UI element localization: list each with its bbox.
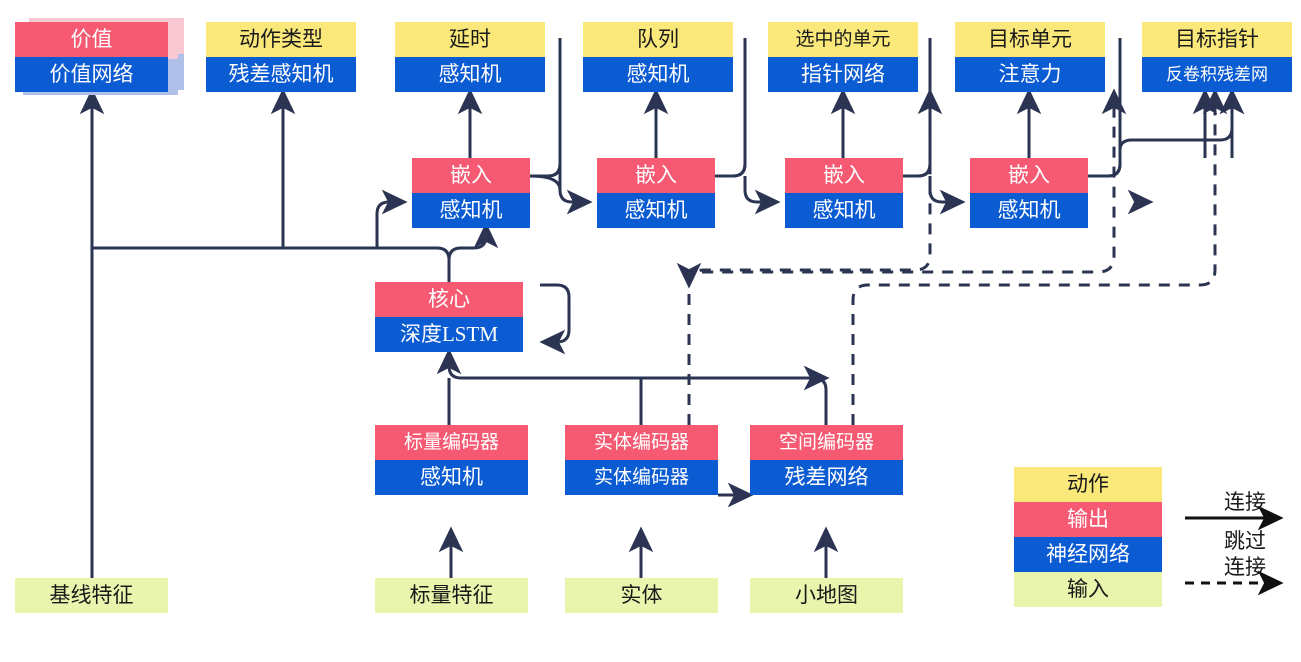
node-input-scalar-features[interactable]: 标量特征 bbox=[375, 578, 528, 613]
node-value-head: 价值 bbox=[15, 22, 168, 57]
input-entities-label: 实体 bbox=[565, 578, 718, 613]
node-value-net: 价值网络 bbox=[15, 57, 168, 92]
wire-embed1-to-embed2 bbox=[558, 176, 593, 215]
node-delay-net: 感知机 bbox=[395, 57, 545, 92]
wire-embed1-vert bbox=[530, 40, 562, 178]
node-core[interactable]: 核心 深度LSTM bbox=[375, 282, 523, 352]
node-action-type-net: 残差感知机 bbox=[206, 57, 356, 92]
skip-entity-to-targetunit-branch bbox=[687, 95, 1116, 425]
node-entity-encoder-net: 实体编码器 bbox=[565, 460, 718, 495]
node-queue-head: 队列 bbox=[583, 22, 733, 57]
node-entity-encoder-head: 实体编码器 bbox=[565, 425, 718, 460]
node-scalar-encoder-net: 感知机 bbox=[375, 460, 528, 495]
node-core-head: 核心 bbox=[375, 282, 523, 317]
node-delay[interactable]: 延时 感知机 bbox=[395, 22, 545, 92]
wire-core-out-left-bar bbox=[92, 246, 451, 261]
legend-swatch-input: 输入 bbox=[1014, 572, 1162, 607]
input-minimap-label: 小地图 bbox=[750, 578, 903, 613]
node-target-point[interactable]: 目标指针 反卷积残差网 bbox=[1142, 22, 1292, 92]
node-spatial-encoder-net: 残差网络 bbox=[750, 460, 903, 495]
legend-swatch-output: 输出 bbox=[1014, 502, 1162, 537]
node-embed-3-net: 感知机 bbox=[785, 193, 903, 228]
wire-embed2-vert bbox=[715, 40, 747, 178]
wire-embed4-right-to-targetpoint bbox=[1088, 88, 1245, 178]
node-embed-3-head: 嵌入 bbox=[785, 158, 903, 193]
node-input-baseline-features[interactable]: 基线特征 bbox=[15, 578, 168, 613]
node-embed-3[interactable]: 嵌入 感知机 bbox=[785, 158, 903, 228]
node-embed-1-head: 嵌入 bbox=[412, 158, 530, 193]
node-embed-1-net: 感知机 bbox=[412, 193, 530, 228]
node-delay-head: 延时 bbox=[395, 22, 545, 57]
node-target-unit-net: 注意力 bbox=[955, 57, 1105, 92]
node-queue[interactable]: 队列 感知机 bbox=[583, 22, 733, 92]
node-core-net: 深度LSTM bbox=[375, 317, 523, 352]
node-scalar-encoder[interactable]: 标量编码器 感知机 bbox=[375, 425, 528, 495]
node-queue-net: 感知机 bbox=[583, 57, 733, 92]
node-input-entities[interactable]: 实体 bbox=[565, 578, 718, 613]
node-target-point-head: 目标指针 bbox=[1142, 22, 1292, 57]
legend-swatch-network: 神经网络 bbox=[1014, 537, 1162, 572]
node-target-unit[interactable]: 目标单元 注意力 bbox=[955, 22, 1105, 92]
node-embed-4-head: 嵌入 bbox=[970, 158, 1088, 193]
wire-core-recurrent bbox=[539, 283, 571, 355]
input-scalar-features-label: 标量特征 bbox=[375, 578, 528, 613]
node-embed-2-head: 嵌入 bbox=[597, 158, 715, 193]
legend-swatches: 动作 输出 神经网络 输入 bbox=[1014, 467, 1162, 607]
node-embed-2[interactable]: 嵌入 感知机 bbox=[597, 158, 715, 228]
wire-core-to-embed1-left bbox=[375, 189, 408, 248]
node-action-type[interactable]: 动作类型 残差感知机 bbox=[206, 22, 356, 92]
node-target-unit-head: 目标单元 bbox=[955, 22, 1105, 57]
node-embed-2-net: 感知机 bbox=[597, 193, 715, 228]
node-action-type-head: 动作类型 bbox=[206, 22, 356, 57]
legend-swatch-action: 动作 bbox=[1014, 467, 1162, 502]
node-input-minimap[interactable]: 小地图 bbox=[750, 578, 903, 613]
node-spatial-encoder[interactable]: 空间编码器 残差网络 bbox=[750, 425, 903, 495]
node-embed-4[interactable]: 嵌入 感知机 bbox=[970, 158, 1088, 228]
node-selected-units[interactable]: 选中的单元 指针网络 bbox=[768, 22, 918, 92]
node-selected-units-net: 指针网络 bbox=[768, 57, 918, 92]
input-baseline-features-label: 基线特征 bbox=[15, 578, 168, 613]
node-value[interactable]: 价值 价值网络 bbox=[15, 22, 168, 92]
node-target-point-net: 反卷积残差网 bbox=[1142, 57, 1292, 92]
legend-skip-label-1: 跳过 bbox=[1224, 529, 1266, 553]
node-embed-1[interactable]: 嵌入 感知机 bbox=[412, 158, 530, 228]
wire-core-to-embed1 bbox=[473, 222, 499, 250]
node-embed-4-net: 感知机 bbox=[970, 193, 1088, 228]
wire-embed2-to-embed3 bbox=[743, 176, 781, 215]
node-spatial-encoder-head: 空间编码器 bbox=[750, 425, 903, 460]
node-selected-units-head: 选中的单元 bbox=[768, 22, 918, 57]
node-entity-encoder[interactable]: 实体编码器 实体编码器 bbox=[565, 425, 718, 495]
node-scalar-encoder-head: 标量编码器 bbox=[375, 425, 528, 460]
wire-encoders-to-core bbox=[436, 348, 828, 425]
